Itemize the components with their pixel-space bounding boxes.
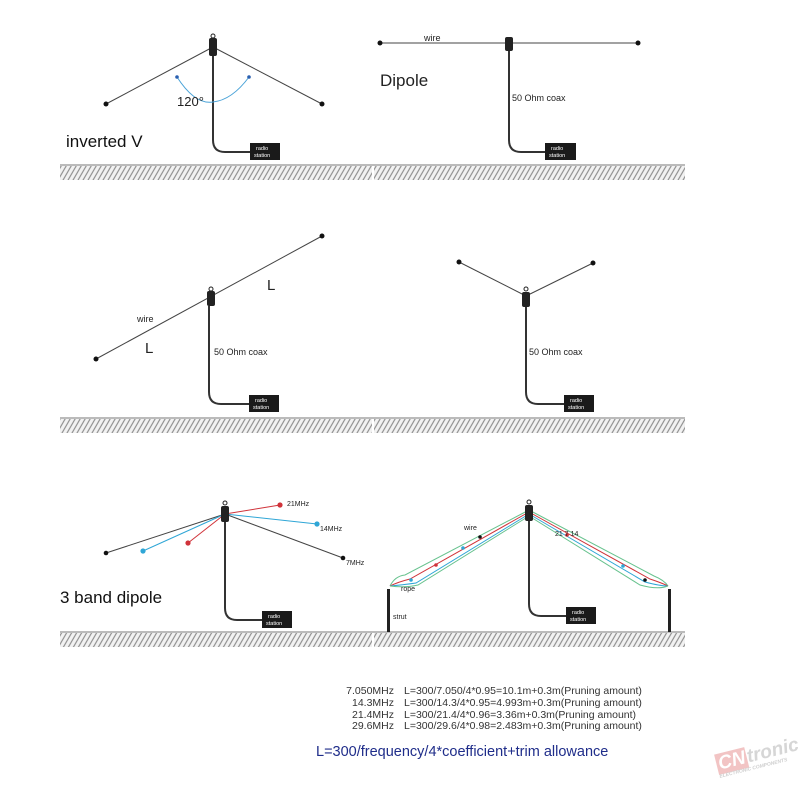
band-label-21: 21MHz (287, 501, 310, 508)
strut-label: strut (393, 614, 407, 621)
svg-text:radio: radio (256, 146, 268, 152)
three-band-title: 3 band dipole (60, 588, 162, 607)
angle-label: 120° (177, 94, 204, 109)
coax-label-v: 50 Ohm coax (529, 347, 583, 357)
radio-station-box-6: radio station (566, 607, 596, 624)
wire-label-sloper: wire (136, 314, 154, 324)
coax-label-dipole: 50 Ohm coax (512, 93, 566, 103)
band-label-14: 14MHz (320, 526, 343, 533)
radio-station-box-3: radio station (249, 395, 279, 412)
ground-row-2 (60, 417, 685, 433)
dipole-antenna (377, 37, 641, 153)
strut-multiband-antenna (387, 499, 671, 632)
formula-row: 21.4MHz L=300/21.4/4*0.96=3.36m+0.3m(Pru… (351, 708, 637, 721)
inverted-v-antenna (103, 33, 325, 153)
ground-row-1 (60, 164, 685, 180)
formula-table: 7.050MHz L=300/7.050/4*0.95=10.1m+0.3m(P… (330, 685, 642, 733)
ground-row-3 (60, 631, 685, 647)
svg-text:station: station (549, 153, 565, 159)
svg-text:radio: radio (551, 146, 563, 152)
radio-station-box-1: radio station (250, 143, 280, 160)
radio-station-box-2: radio station (545, 143, 576, 160)
formula-row: 14.3MHz L=300/14.3/4*0.95=4.993m+0.3m(Pr… (351, 696, 642, 709)
sloper-antenna (93, 233, 325, 405)
length-label-lower: L (145, 340, 153, 357)
svg-text:station: station (570, 617, 586, 623)
radio-station-box-4: radio station (564, 395, 594, 412)
svg-text:station: station (266, 621, 282, 627)
svg-text:radio: radio (255, 398, 267, 404)
formula-row: 7.050MHz L=300/7.050/4*0.95=10.1m+0.3m(P… (346, 685, 642, 697)
svg-text:radio: radio (268, 614, 280, 620)
watermark-logo: CNtronic ELECTRONIC COMPONENTS (714, 734, 800, 780)
svg-text:station: station (568, 405, 584, 411)
svg-text:station: station (253, 405, 269, 411)
svg-text:radio: radio (570, 398, 582, 404)
svg-text:station: station (254, 153, 270, 159)
inverted-v-label: inverted V (66, 132, 143, 151)
coax-label-sloper: 50 Ohm coax (214, 347, 268, 357)
wire-label-strut: wire (463, 525, 477, 532)
length-label-upper: L (267, 277, 275, 294)
rope-label: rope (401, 586, 415, 593)
band-label-7: 7MHz (346, 560, 365, 567)
radio-station-box-5: radio station (262, 611, 292, 628)
v-antenna (456, 259, 596, 405)
three-band-dipole (103, 500, 346, 621)
formula-row: 29.6MHz L=300/29.6/4*0.98=2.483m+0.3m(Pr… (351, 720, 642, 733)
svg-text:radio: radio (572, 610, 584, 616)
band-marks-label: 21 7 14 (555, 531, 578, 538)
main-formula: L=300/frequency/4*coefficient+trim allow… (316, 744, 609, 760)
dipole-title: Dipole (380, 71, 428, 90)
wire-label-dipole: wire (423, 33, 441, 43)
